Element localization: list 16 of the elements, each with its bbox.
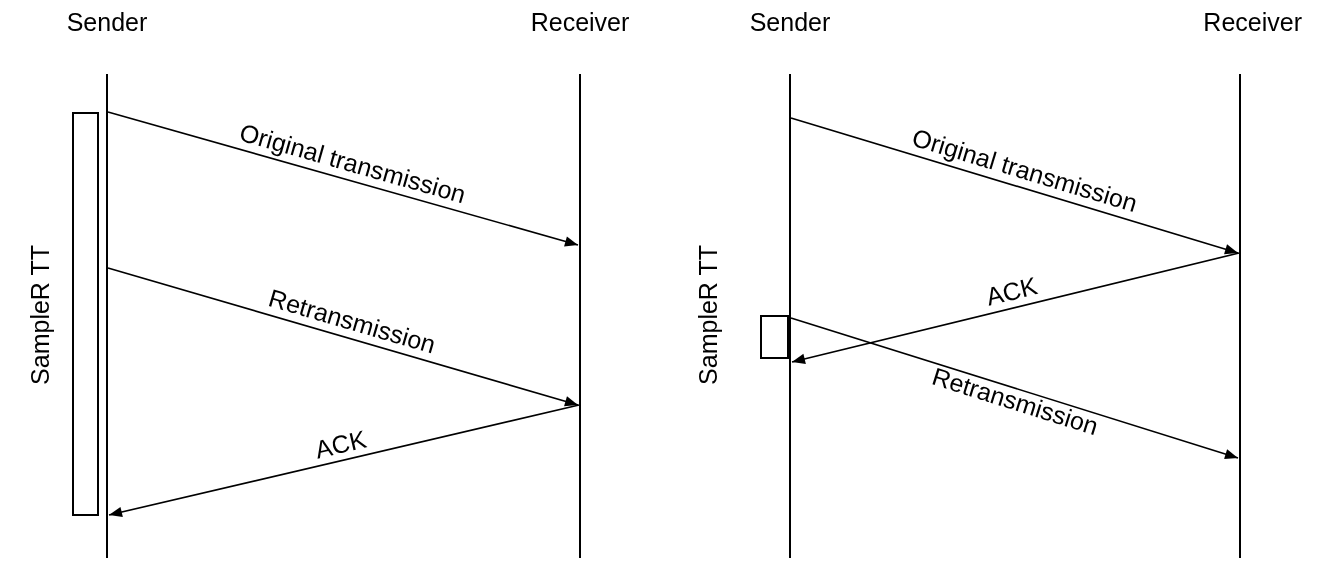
edge-label: ACK [312, 424, 369, 465]
message-arrow [790, 117, 1239, 255]
timer-box [72, 112, 99, 516]
participant-label: Receiver [530, 8, 630, 37]
message-arrow [107, 111, 579, 247]
message-arrow [108, 404, 580, 518]
timer-box [760, 315, 789, 359]
message-arrow [791, 252, 1240, 364]
participant-label: Sender [749, 8, 831, 37]
participant-label: Receiver [1203, 8, 1302, 37]
message-arrow [790, 317, 1239, 460]
participant-label: Sender [66, 8, 148, 37]
timer-label: SampleR TT [25, 245, 55, 385]
timer-label: SampleR TT [693, 245, 723, 385]
message-arrow [107, 267, 579, 407]
edge-label: ACK [983, 271, 1041, 313]
